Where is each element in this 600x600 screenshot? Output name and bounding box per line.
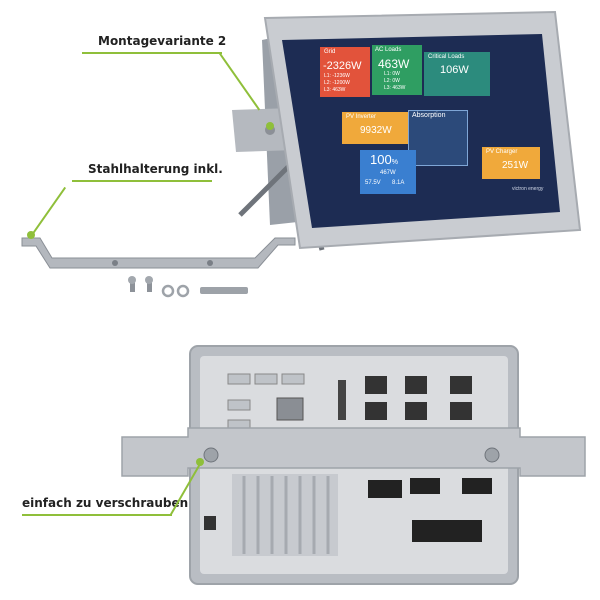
grid-title: Grid <box>324 49 336 55</box>
callout-leader-line <box>72 180 212 182</box>
ac-loads-l3: L3: 463W <box>384 85 406 91</box>
ethernet-port-icon <box>276 397 304 421</box>
screw-head-icon <box>128 276 136 284</box>
grid-l3: L3: 463W <box>324 87 346 93</box>
screw-icon <box>130 280 135 292</box>
pv-inverter-title: PV Inverter <box>346 114 377 120</box>
critical-loads-tile <box>424 52 490 96</box>
callout-dot <box>27 231 35 239</box>
terminal-block-icon <box>462 478 492 494</box>
battery-tile <box>360 150 416 194</box>
critical-loads-value: 106W <box>440 64 469 76</box>
pv-inverter-value: 9932W <box>360 125 392 136</box>
digital-io-connector-icon <box>412 520 482 542</box>
screw-icon <box>147 280 152 292</box>
callout-leader-line <box>82 52 222 54</box>
grid-tile <box>320 47 370 97</box>
usb-port-icon <box>254 373 278 385</box>
washer-icon <box>176 284 190 298</box>
terminal-block-icon <box>410 478 440 494</box>
absorption-title: Absorption <box>412 112 446 119</box>
ac-loads-l1: L1: 0W <box>384 71 400 77</box>
usb-port-icon <box>281 373 305 385</box>
heatsink <box>232 474 338 556</box>
battery-voltage: 57.5V <box>365 180 381 186</box>
washer-icon <box>161 284 175 298</box>
bracket-hole-icon <box>112 260 118 266</box>
qr-code-icon <box>204 516 216 530</box>
rj45-port-group <box>365 376 472 420</box>
callout-steel-bracket: Stahlhalterung inkl. <box>88 162 223 176</box>
bracket-screw-icon <box>203 447 219 463</box>
pv-charger-value: 251W <box>502 160 529 171</box>
pv-charger-title: PV Charger <box>486 149 518 155</box>
usb-port-icon <box>227 373 251 385</box>
callout-easy-screw: einfach zu verschrauben <box>22 496 189 510</box>
grid-l2: L2: -1200W <box>324 80 350 86</box>
callout-leader-line <box>22 514 172 516</box>
pv-inverter-tile <box>342 112 408 144</box>
screw-head-icon <box>145 276 153 284</box>
battery-current: 8.1A <box>392 180 405 186</box>
callout-dot <box>196 458 204 466</box>
absorption-panel <box>408 110 468 166</box>
brand-logo: victron energy <box>512 186 544 192</box>
callout-dot <box>266 122 274 130</box>
steel-bracket <box>21 237 296 269</box>
battery-value: 100% <box>370 152 398 167</box>
terminal-block-icon <box>368 480 402 498</box>
usb-port-icon <box>227 399 251 411</box>
callout-mount-variant: Montagevariante 2 <box>98 34 227 48</box>
stand-rod <box>238 163 292 217</box>
ac-loads-tile <box>372 45 422 95</box>
ac-loads-l2: L2: 0W <box>384 78 400 84</box>
battery-power: 467W <box>380 170 396 176</box>
grid-l1: L1: -1236W <box>324 73 350 79</box>
pv-charger-tile <box>482 147 540 179</box>
ac-loads-value: 463W <box>378 57 410 71</box>
ac-loads-title: AC Loads <box>375 47 402 53</box>
galvanised-bracket <box>121 427 586 477</box>
bracket-screw-icon <box>484 447 500 463</box>
microsd-slot-icon <box>338 380 346 420</box>
bracket-hole-icon <box>207 260 213 266</box>
threaded-rod-icon <box>200 287 248 294</box>
grid-value: -2326W <box>323 60 362 72</box>
critical-loads-title: Critical Loads <box>428 54 465 60</box>
